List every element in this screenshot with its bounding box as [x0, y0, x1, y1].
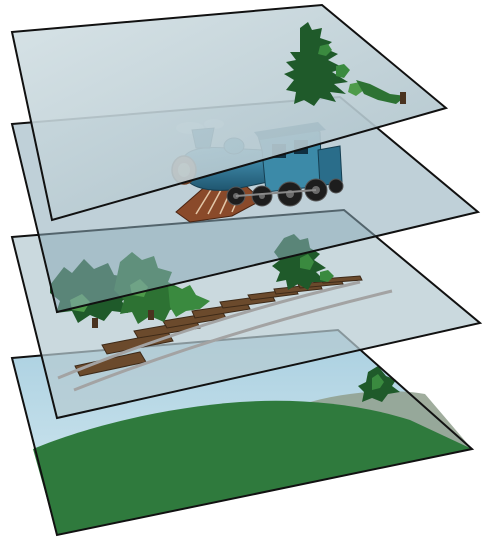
layers-diagram [0, 0, 487, 550]
